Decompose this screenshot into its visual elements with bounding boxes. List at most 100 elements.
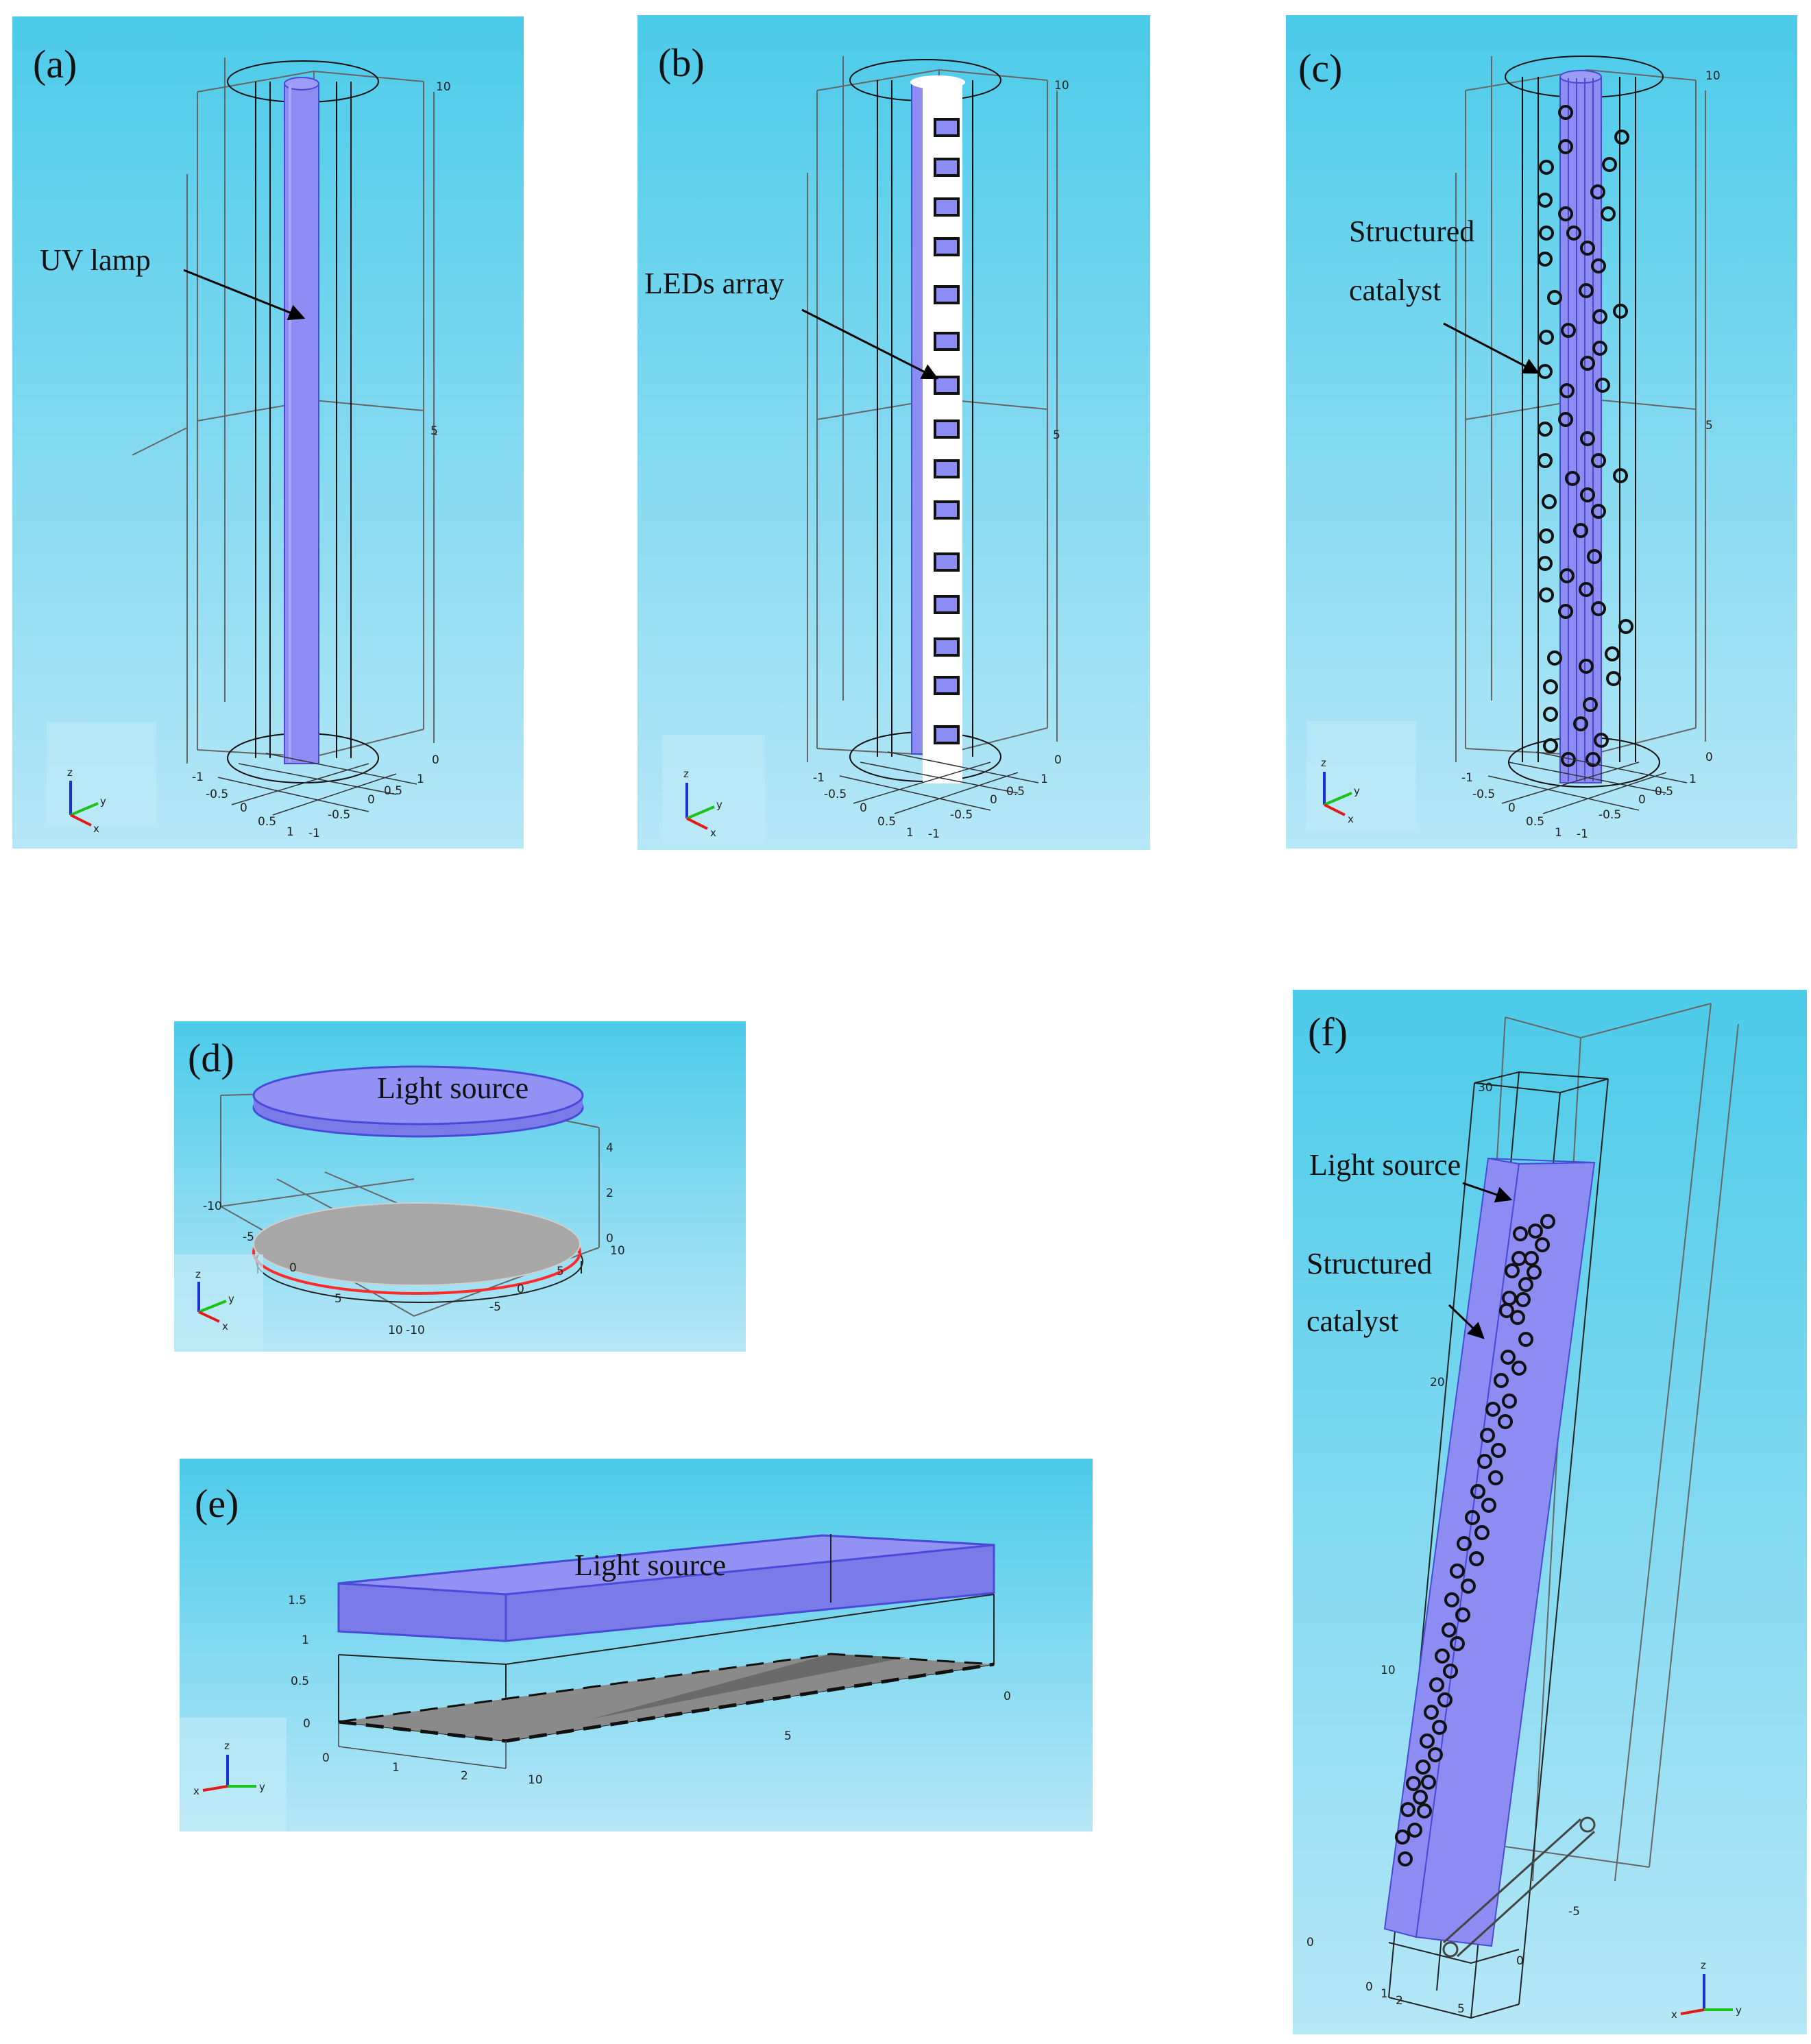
triad-z-label: z (195, 1268, 201, 1280)
y-tick-label: 10 (610, 1244, 625, 1258)
panel-c-canvas: 10 5 0 -1 -0.5 0 0.5 1 -1 -0.5 0 0.5 1 z… (1286, 15, 1797, 849)
base-tick-label: 1 (906, 826, 914, 840)
led-array (934, 118, 960, 744)
axis-triad: z y x (662, 735, 765, 844)
panel-label: (a) (33, 42, 77, 86)
triad-z-label: z (224, 1740, 230, 1752)
z-tick-label: 0.5 (291, 1675, 309, 1688)
panel-f-background (1293, 990, 1807, 2034)
y-tick-label: 5 (784, 1729, 792, 1743)
base-tick-label: 0 (990, 793, 997, 807)
triad-y-label: y (1736, 2004, 1742, 2017)
annotation-light-source: Light source (574, 1548, 727, 1582)
base-tick-label: 0.5 (384, 784, 402, 798)
z-tick-label: 0 (432, 753, 439, 767)
z-tick-label: 4 (606, 1141, 613, 1155)
z-tick-label: 20 (1430, 1376, 1445, 1389)
panel-f: 30 20 10 0 0 1 2 5 0 -5 z y x (f) Light … (1293, 990, 1807, 2034)
panel-a-background (12, 16, 524, 849)
base-tick-label: -1 (308, 827, 320, 840)
triad-z-label: z (1321, 757, 1326, 769)
base-grid (839, 751, 1039, 814)
y-tick-label: -10 (406, 1324, 425, 1337)
panel-label: (c) (1298, 46, 1343, 90)
y-tick-label: 0 (517, 1282, 524, 1296)
annotation-leds-array: LEDs array (644, 267, 785, 300)
axis-triad: z y x (180, 1718, 287, 1832)
x-tick-label: 0 (289, 1261, 297, 1275)
axis-triad: z y x (1306, 721, 1416, 831)
annotation-uv-lamp: UV lamp (40, 243, 151, 277)
inlet-pipe (1442, 1816, 1596, 1958)
z-tick-label: 30 (1478, 1081, 1493, 1095)
base-tick-label: 1 (1041, 772, 1048, 786)
panel-b: 10 5 0 -1 -0.5 0 0.5 1 -1 -0.5 0 0.5 1 z… (637, 15, 1150, 850)
structured-catalyst-rings (1537, 105, 1633, 767)
x-tick-label: 1 (392, 1761, 400, 1775)
panel-label: (b) (658, 40, 705, 85)
triad-x-label: x (710, 827, 716, 839)
uv-lamp (284, 77, 319, 764)
annotation-arrow (183, 269, 306, 321)
base-tick-label: 1 (1689, 772, 1697, 786)
base-tick-label: 0 (1508, 801, 1516, 815)
axis-triad: z y x (47, 722, 156, 835)
y-tick-label: 0 (1004, 1690, 1011, 1703)
panel-e-canvas: 1.5 1 0.5 0 0 1 2 10 5 0 z y x (180, 1459, 1093, 1832)
triad-x-label: x (1348, 813, 1354, 825)
base-tick-label: -1 (928, 827, 940, 841)
base-tick-label: -1 (1461, 771, 1473, 785)
y-tick-label: 5 (1457, 2002, 1465, 2016)
base-tick-label: 0.5 (1655, 785, 1673, 799)
base-grid (1487, 751, 1688, 814)
panel-label: (f) (1308, 1010, 1348, 1054)
x-tick-label: 0 (1365, 1980, 1373, 1994)
annotation-structured: Structured (1349, 215, 1475, 248)
base-tick-label: -0.5 (206, 788, 228, 801)
triad-z-label: z (1701, 1959, 1706, 1971)
x-tick-label: 2 (461, 1769, 468, 1783)
annotation-light-source: Light source (1309, 1148, 1461, 1182)
triad-y-label: y (228, 1293, 234, 1305)
x-tick-label: -10 (203, 1200, 222, 1213)
y-tick-label: 10 (528, 1773, 543, 1787)
light-source-panel (1383, 1157, 1596, 1947)
triad-y-label: y (716, 799, 722, 811)
triad-y-label: y (259, 1781, 265, 1793)
base-tick-label: 0 (240, 801, 247, 815)
structured-catalyst-rings (1395, 1214, 1555, 1866)
panel-b-canvas: 10 5 0 -1 -0.5 0 0.5 1 -1 -0.5 0 0.5 1 z… (637, 15, 1150, 850)
base-tick-label: 1 (1555, 826, 1562, 840)
panel-label: (e) (195, 1481, 239, 1526)
y-tick-label: -5 (1568, 1905, 1580, 1919)
base-tick-label: -0.5 (328, 808, 350, 822)
axis-triad: z y x (1671, 1959, 1742, 2021)
base-tick-label: 0 (1638, 793, 1646, 807)
z-tick-label: 1 (302, 1633, 309, 1647)
y-tick-label: 0 (1516, 1954, 1524, 1968)
x-tick-label: 10 (388, 1324, 403, 1337)
x-tick-label: 1 (1381, 1987, 1388, 2001)
z-tick-label: 0 (606, 1232, 613, 1245)
z-tick-label: 10 (1381, 1664, 1396, 1677)
panel-a: 10 5 0 -1 -0.5 0 0.5 1 -1 -0.5 0 0.5 1 z… (12, 16, 524, 849)
panel-f-canvas: 30 20 10 0 0 1 2 5 0 -5 z y x (1293, 990, 1807, 2034)
annotation-structured: Structured (1306, 1247, 1433, 1280)
z-tick-label: 5 (1705, 419, 1713, 433)
z-tick-label: 10 (1705, 69, 1721, 83)
z-tick-label: 5 (430, 424, 438, 438)
annotation-arrow (1443, 322, 1540, 374)
panel-c: 10 5 0 -1 -0.5 0 0.5 1 -1 -0.5 0 0.5 1 z… (1286, 15, 1797, 849)
base-tick-label: 0 (860, 801, 867, 815)
z-tick-label: 1.5 (288, 1594, 306, 1607)
z-tick-label: 10 (436, 80, 451, 94)
panel-d-canvas: 4 2 0 -10 -5 0 5 10 10 5 0 -5 -10 z y x (174, 1021, 746, 1352)
axis-triad: z y x (174, 1254, 263, 1352)
annotation-catalyst: catalyst (1306, 1304, 1399, 1338)
z-tick-label: 0 (303, 1717, 311, 1731)
triad-y-label: y (100, 795, 106, 807)
triad-x-label: x (93, 823, 99, 835)
panel-label: (d) (188, 1036, 234, 1080)
reactor-cylinder (227, 60, 379, 783)
panel-d: 4 2 0 -10 -5 0 5 10 10 5 0 -5 -10 z y x … (174, 1021, 746, 1352)
